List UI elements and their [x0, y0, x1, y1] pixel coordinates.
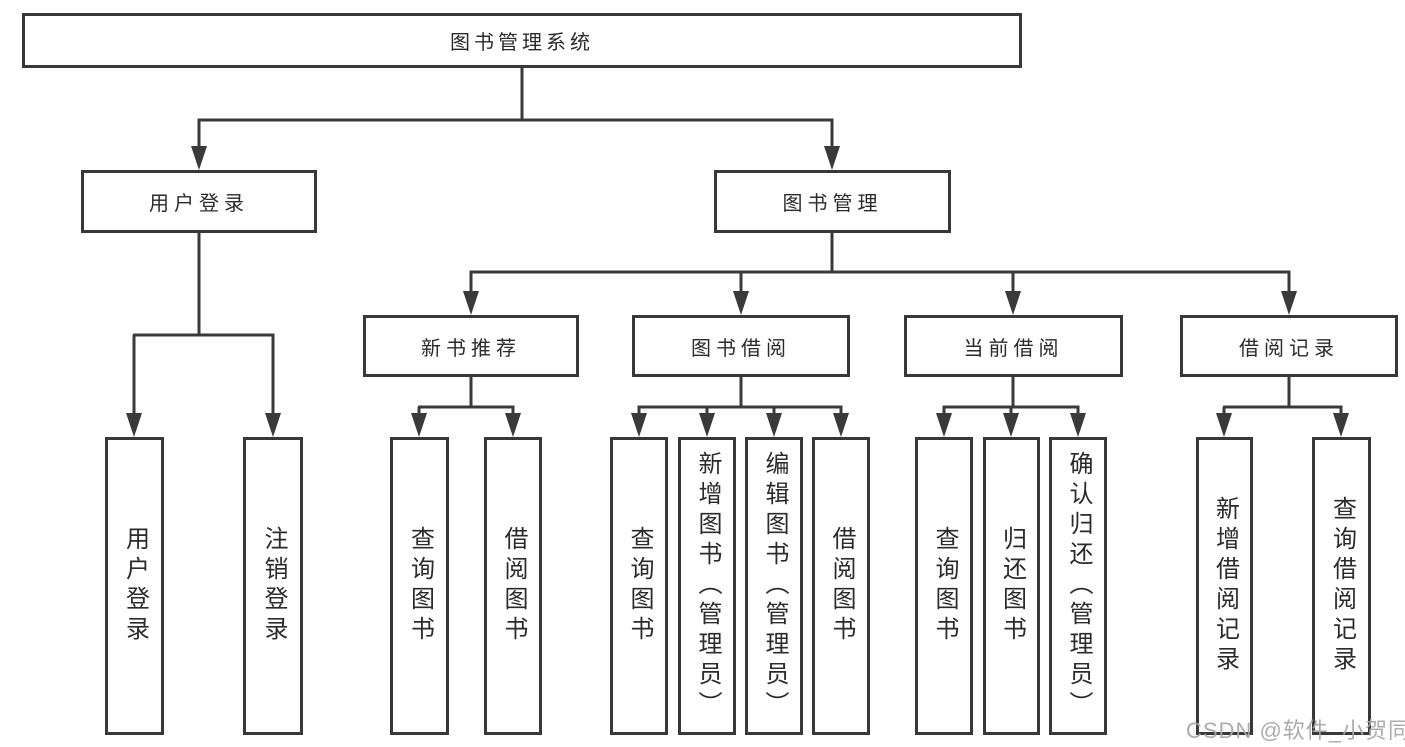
arrowhead: [1333, 413, 1349, 437]
arrowhead: [1070, 413, 1086, 437]
arrowhead: [126, 413, 142, 437]
leaf-records-add-record: 新增借阅记录: [1196, 437, 1253, 735]
arrowhead: [505, 413, 521, 437]
leaf-current-confirm-return-admin-label: 确认归还（管理员）: [1065, 451, 1092, 721]
leaf-records-add-record-label: 新增借阅记录: [1211, 496, 1239, 676]
arrowhead: [463, 291, 479, 315]
leaf-borrowing-edit-book-admin: 编辑图书（管理员）: [745, 437, 803, 735]
leaf-current-query-book-label: 查询图书: [931, 526, 958, 646]
node-library-system-label: 图书管理系统: [450, 32, 594, 54]
node-user-login-label: 用户登录: [149, 193, 249, 215]
leaf-borrowing-borrow-book: 借阅图书: [812, 437, 870, 735]
leaf-borrowing-edit-book-admin-label: 编辑图书（管理员）: [761, 451, 788, 721]
leaf-recommend-borrow-book: 借阅图书: [484, 437, 542, 735]
arrowhead: [733, 291, 749, 315]
leaf-recommend-query-book: 查询图书: [390, 437, 449, 735]
arrowhead: [191, 146, 207, 170]
connector-recommend-to-leaves: [417, 377, 515, 420]
arrowhead: [1281, 291, 1297, 315]
arrowhead: [265, 413, 281, 437]
arrowhead: [1003, 413, 1019, 437]
connector-records-to-leaves: [1222, 377, 1343, 420]
leaf-borrowing-add-book-admin-label: 新增图书（管理员）: [694, 451, 721, 721]
node-book-management: 图书管理: [714, 170, 951, 233]
leaf-borrowing-query-book: 查询图书: [610, 437, 668, 735]
node-new-book-recommend: 新书推荐: [363, 315, 579, 377]
arrowhead: [1216, 413, 1232, 437]
leaf-borrowing-borrow-book-label: 借阅图书: [828, 526, 855, 646]
node-current-borrowing-label: 当前借阅: [963, 337, 1064, 360]
node-borrowing-records: 借阅记录: [1180, 315, 1398, 377]
node-book-management-label: 图书管理: [782, 193, 883, 215]
leaf-logout-label: 注销登录: [260, 526, 287, 646]
leaf-logout: 注销登录: [243, 437, 303, 735]
leaf-current-return-book: 归还图书: [983, 437, 1040, 735]
connector-book-management-to-modules: [469, 233, 1291, 296]
leaf-current-return-book-label: 归还图书: [998, 526, 1026, 646]
arrowhead: [1005, 291, 1021, 315]
csdn-watermark: CSDN @软件_小贺同学: [1186, 718, 1405, 743]
leaf-recommend-borrow-book-label: 借阅图书: [500, 526, 527, 646]
connector-root-to-level2: [197, 68, 834, 152]
node-library-system: 图书管理系统: [22, 13, 1022, 68]
node-book-borrowing-label: 图书借阅: [691, 337, 791, 360]
node-user-login: 用户登录: [81, 170, 317, 233]
node-borrowing-records-label: 借阅记录: [1239, 337, 1339, 360]
connector-user-login-to-leaves: [132, 233, 275, 420]
leaf-borrowing-query-book-label: 查询图书: [626, 526, 653, 646]
node-new-book-recommend-label: 新书推荐: [421, 337, 521, 360]
arrowhead: [411, 413, 427, 437]
leaf-current-confirm-return-admin: 确认归还（管理员）: [1049, 437, 1107, 735]
leaf-user-login-label: 用户登录: [121, 526, 149, 646]
node-current-borrowing: 当前借阅: [904, 315, 1123, 377]
arrowhead: [699, 413, 715, 437]
node-book-borrowing: 图书借阅: [632, 315, 850, 377]
leaf-user-login: 用户登录: [105, 437, 164, 735]
leaf-recommend-query-book-label: 查询图书: [406, 526, 434, 646]
arrowhead: [936, 413, 952, 437]
arrowhead: [631, 413, 647, 437]
leaf-current-query-book: 查询图书: [915, 437, 973, 735]
connector-borrowing-to-leaves: [637, 377, 843, 420]
arrowhead: [824, 146, 840, 170]
leaf-records-query-record: 查询借阅记录: [1312, 437, 1371, 735]
arrowhead: [766, 413, 782, 437]
leaf-records-query-record-label: 查询借阅记录: [1328, 496, 1356, 676]
arrowhead: [833, 413, 849, 437]
leaf-borrowing-add-book-admin: 新增图书（管理员）: [678, 437, 736, 735]
